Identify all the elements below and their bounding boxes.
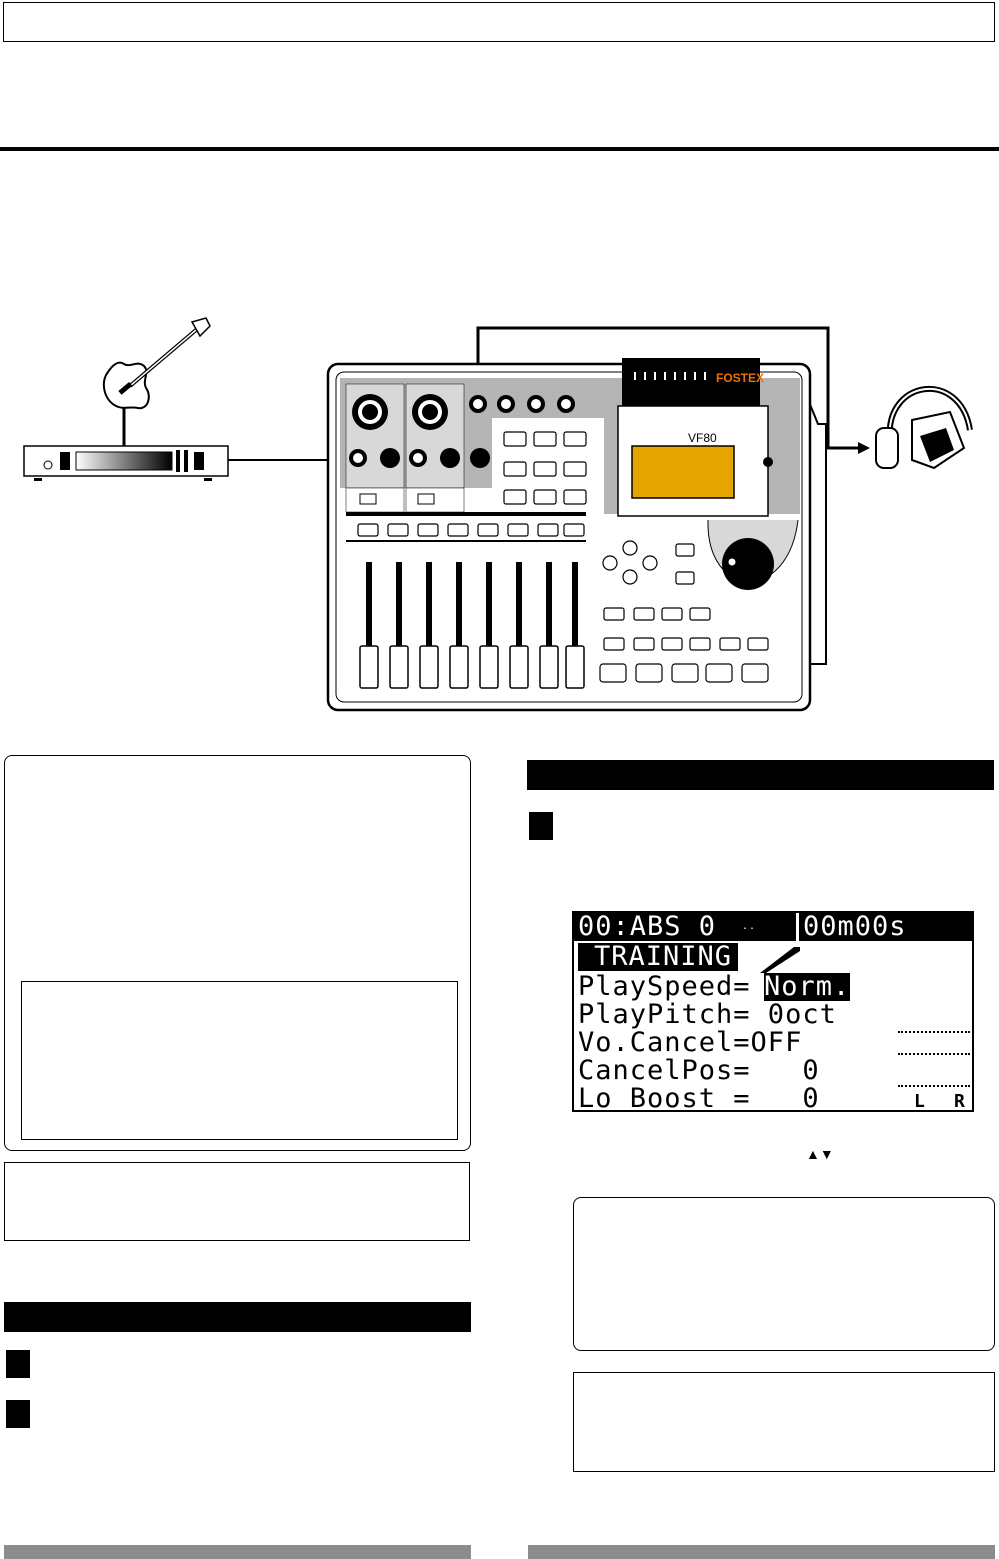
lcd-playspeed-label: PlaySpeed= bbox=[578, 971, 751, 1002]
note-box bbox=[4, 1162, 470, 1241]
meter-dots-1 bbox=[898, 1031, 970, 1033]
lcd-time: 00m00s bbox=[796, 913, 907, 941]
lcd-mode: TRAINING bbox=[578, 943, 739, 971]
lcd-line-playpitch: PlayPitch= 0oct bbox=[578, 999, 837, 1030]
guitar-icon bbox=[102, 317, 211, 446]
lcd-status-text: 00:ABS 0 bbox=[578, 911, 734, 942]
device-lcd bbox=[631, 445, 735, 499]
info-panel bbox=[4, 755, 471, 1151]
effect-processor-icon bbox=[23, 445, 348, 481]
step-1-marker-left bbox=[6, 1350, 30, 1378]
lcd-line-loboost: Lo Boost = 0 bbox=[578, 1083, 820, 1112]
step-2-marker-left bbox=[6, 1400, 30, 1428]
lcd-corner-mark bbox=[760, 947, 800, 973]
lcd-line-vocancel: Vo.Cancel=OFF bbox=[578, 1027, 803, 1058]
lcd-playspeed-value: Norm. bbox=[764, 971, 851, 1002]
page-header-frame bbox=[3, 2, 995, 42]
brand-logo: FOSTEX bbox=[716, 371, 764, 385]
lcd-line-cancelpos: CancelPos= 0 bbox=[578, 1055, 820, 1086]
lcd-screen: 00:ABS 0 .. 00m00s TRAINING PlaySpeed= N… bbox=[572, 911, 974, 1112]
fader-bank bbox=[359, 562, 585, 689]
step-1-marker-right bbox=[529, 812, 553, 840]
footer-bar-left bbox=[4, 1545, 471, 1559]
section-header-left bbox=[4, 1302, 471, 1332]
model-logo: VF80 bbox=[688, 431, 717, 445]
right-note-box bbox=[573, 1372, 995, 1472]
section-header-right bbox=[527, 760, 994, 790]
recorder-device: FOSTEX VF80 bbox=[326, 358, 827, 712]
meter-dots-3 bbox=[898, 1085, 970, 1087]
connection-diagram: FOSTEX VF80 bbox=[23, 317, 973, 712]
right-info-panel bbox=[573, 1197, 995, 1351]
meter-label-right: R bbox=[954, 1091, 965, 1112]
headphones-icon bbox=[875, 385, 973, 470]
up-down-arrow-icon: ▲▼ bbox=[806, 1146, 834, 1162]
inner-note-box bbox=[21, 981, 458, 1140]
footer-bar-right bbox=[528, 1545, 995, 1559]
meter-label-left: L bbox=[914, 1091, 925, 1112]
header-rule bbox=[0, 147, 999, 151]
meter-dots-2 bbox=[898, 1053, 970, 1055]
